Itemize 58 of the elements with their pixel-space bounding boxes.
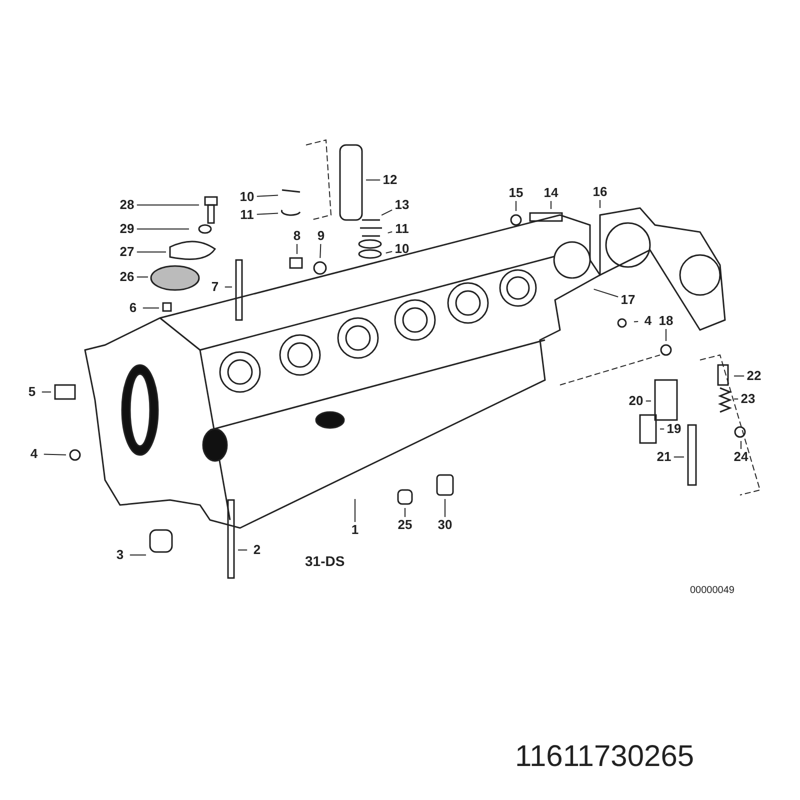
callout-number: 29 — [116, 221, 138, 237]
leader-line — [296, 244, 298, 254]
callout-number: 14 — [540, 185, 562, 201]
leader-line — [387, 231, 393, 234]
leader-line — [136, 276, 148, 278]
callout-number: 19 — [663, 421, 685, 437]
callout-number: 6 — [122, 300, 144, 316]
callout-number: 23 — [737, 391, 759, 407]
callout-number: 4 — [23, 446, 45, 462]
leader-line — [136, 204, 200, 206]
callout-number: 10 — [391, 241, 413, 257]
leader-line — [550, 200, 552, 210]
leader-line — [256, 212, 278, 215]
callout-number: 16 — [589, 184, 611, 200]
callout-number: 12 — [379, 172, 401, 188]
leader-line — [673, 456, 684, 458]
callout-number: 11 — [236, 207, 258, 223]
callout-number: 28 — [116, 197, 138, 213]
leader-line — [381, 209, 393, 216]
callout-number: 24 — [730, 449, 752, 465]
leader-line — [320, 244, 322, 258]
callout-number: 13 — [391, 197, 413, 213]
leader-line — [660, 428, 665, 430]
leader-line — [404, 508, 406, 518]
callout-number: 2 — [246, 542, 268, 558]
leader-line — [224, 286, 232, 288]
part-number: 11611730265 — [515, 740, 694, 774]
callout-number: 30 — [434, 517, 456, 533]
callout-number: 22 — [743, 368, 765, 384]
callout-number: 21 — [653, 449, 675, 465]
drawing-code: 31-DS — [305, 553, 345, 569]
callout-number: 1 — [344, 522, 366, 538]
leader-line — [634, 321, 639, 322]
callout-number: 26 — [116, 269, 138, 285]
callout-number: 15 — [505, 185, 527, 201]
leader-line — [444, 498, 446, 518]
callout-number: 5 — [21, 384, 43, 400]
callout-number: 17 — [617, 292, 639, 308]
leader-line — [593, 288, 619, 298]
callout-number: 9 — [310, 228, 332, 244]
callout-number: 11 — [391, 221, 413, 237]
leader-line — [645, 400, 652, 402]
callout-number: 10 — [236, 189, 258, 205]
leader-line — [385, 250, 393, 254]
callout-number: 25 — [394, 517, 416, 533]
callout-number: 3 — [109, 547, 131, 563]
leader-line — [129, 554, 146, 556]
leader-line — [43, 454, 66, 456]
leader-line — [740, 440, 742, 450]
callout-number: 20 — [625, 393, 647, 409]
callout-number: 7 — [204, 279, 226, 295]
leader-line — [734, 398, 739, 400]
leader-line — [256, 194, 278, 197]
callout-number: 27 — [116, 244, 138, 260]
figure-number: 00000049 — [690, 585, 734, 596]
leader-line — [136, 228, 190, 230]
leader-line — [354, 498, 356, 522]
callout-number: 8 — [286, 228, 308, 244]
